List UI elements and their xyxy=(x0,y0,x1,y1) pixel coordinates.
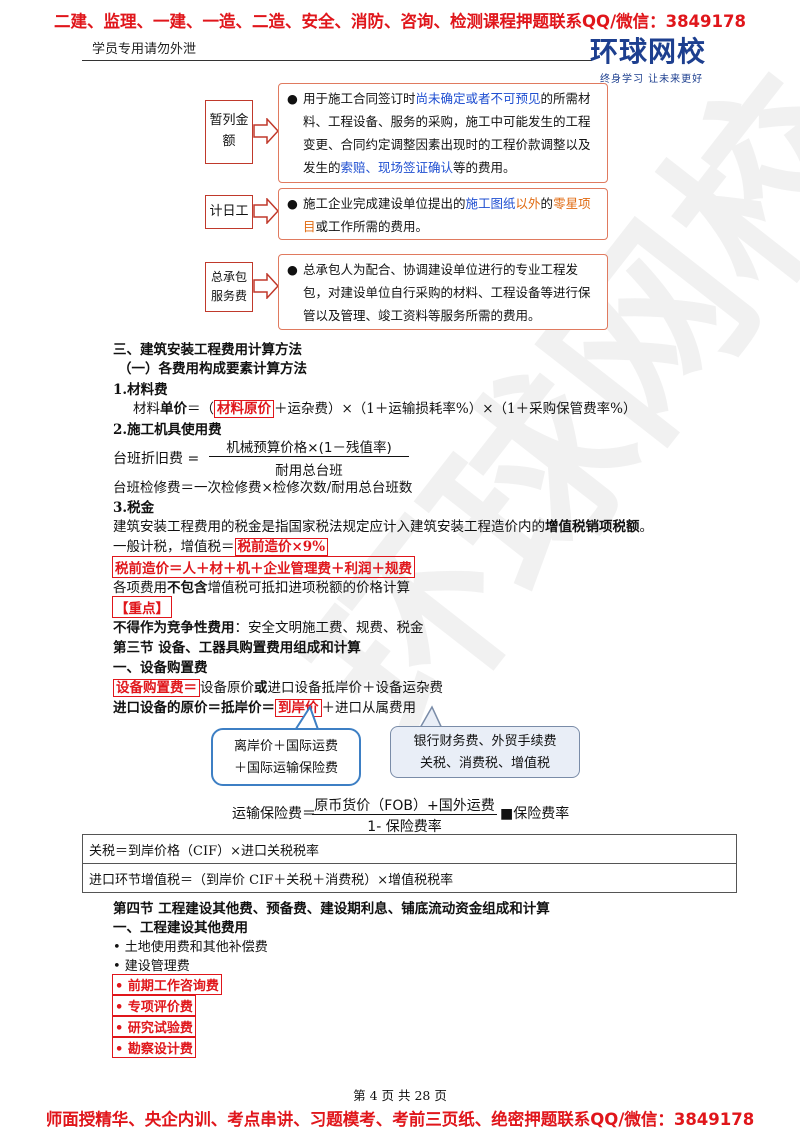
section-heading: 第三节 设备、工器具购置费用组成和计算 xyxy=(113,640,361,656)
exclusion-note: 各项费用不包含增值税可抵扣进项税额的价格计算 xyxy=(113,580,410,596)
table-row: 进口环节增值税＝（到岸价 CIF＋关税＋消费税）×增值税税率 xyxy=(82,863,737,893)
arrow-right-icon xyxy=(253,273,279,299)
list-item-highlighted: • 前期工作咨询费 xyxy=(112,974,222,995)
header-confidential-note: 学员专用请勿外泄 xyxy=(92,42,197,57)
definition-text: 施工企业完成建设单位提出的施工图纸以外的零星项目或工作所需的费用。 xyxy=(303,196,591,234)
definition-text: 用于施工合同签订时尚未确定或者不可预见的所需材料、工程设备、服务的采购，施工中可… xyxy=(303,91,591,175)
tax-description: 建筑安装工程费用的税金是指国家税法规定应计入建筑安装工程造价内的增值税销项税额。 xyxy=(113,519,653,535)
vat-rate-box: 税前造价×9% xyxy=(234,538,329,556)
section-heading: 第四节 工程建设其他费、预备费、建设期利息、铺底流动资金组成和计算 xyxy=(113,901,550,917)
tax-formula-table: 关税＝到岸价格（CIF）×进口关税税率 进口环节增值税＝（到岸价 CIF＋关税＋… xyxy=(82,834,737,893)
definition-segment: 尚未确定或者不可预见 xyxy=(415,91,541,106)
top-promo-banner: 二建、监理、一建、一造、二造、安全、消防、咨询、检测课程押题联系QQ/微信：38… xyxy=(54,12,746,31)
tag-provisional-sum: 暂列金额 xyxy=(205,100,253,164)
fraction-numerator: 机械预算价格×(1－残值率) xyxy=(226,440,392,456)
table-cell: 关税＝到岸价格（CIF）×进口关税税率 xyxy=(82,834,737,864)
definition-segment: 总承包人为配合、协调建设单位进行的专业工程发包，对建设单位自行采购的材料、工程设… xyxy=(303,262,591,323)
overhaul-formula: 台班检修费＝一次检修费×检修次数/耐用总台班数 xyxy=(113,480,413,496)
definition-segment: 等的费用。 xyxy=(453,160,516,175)
key-point-badge: 【重点】 xyxy=(112,596,172,618)
definition-segment: 用于施工合同签订时 xyxy=(303,91,416,106)
definition-segment: 或工作所需的费用。 xyxy=(315,219,429,234)
definition-segment: 的 xyxy=(540,196,554,211)
definition-segment: 零星项目 xyxy=(303,196,591,234)
depreciation-formula: 台班折旧费 = 机械预算价格×(1－残值率) 耐用总台班 xyxy=(113,436,473,480)
list-item-highlighted: • 研究试验费 xyxy=(112,1016,196,1037)
fraction-bar xyxy=(209,456,409,457)
list-item-highlighted: • 勘察设计费 xyxy=(112,1037,196,1058)
tax-title: 3.税金 xyxy=(113,500,155,516)
subsection-heading: 一、设备购置费 xyxy=(113,660,208,676)
tag-daywork: 计日工 xyxy=(205,195,253,229)
non-competitive-fees: 不得作为竞争性费用：安全文明施工费、规费、税金 xyxy=(113,620,424,636)
material-formula: 材料单价＝（材料原价＋运杂费）×（1＋运输损耗率%）×（1＋采购保管费率%） xyxy=(133,400,637,418)
table-row: 关税＝到岸价格（CIF）×进口关税税率 xyxy=(82,834,737,864)
list-item-highlighted: • 专项评价费 xyxy=(112,995,196,1016)
list-item: • 建设管理费 xyxy=(113,959,190,974)
material-original-price-box: 材料原价 xyxy=(214,400,274,418)
pretax-cost-formula: 税前造价＝人＋材＋机＋企业管理费＋利润＋规费 xyxy=(112,556,415,578)
definition-segment: 的所需材料、工程设备、服务的采购，施工中可能发生的工程变更、合同约定调整因素出现… xyxy=(303,91,591,175)
definition-segment: 施工图纸 xyxy=(465,196,516,211)
cif-components-bubble: 离岸价＋国际运费 ＋国际运输保险费 xyxy=(211,728,361,786)
subsection-heading: 一、工程建设其他费用 xyxy=(113,920,248,936)
page-number: 第 4 页 共 28 页 xyxy=(353,1088,447,1103)
import-fees-bubble: 银行财务费、外贸手续费 关税、消费税、增值税 xyxy=(390,726,580,778)
material-title: 1.材料费 xyxy=(113,382,168,398)
list-item: • 土地使用费和其他补偿费 xyxy=(113,940,268,955)
fraction-denominator: 耐用总台班 xyxy=(275,463,343,479)
bottom-promo-banner: 师面授精华、央企内训、考点串讲、习题模考、考前三页纸、绝密押题联系QQ/微信：3… xyxy=(45,1110,755,1129)
brand-logo: 环球网校 终身学习 让未来更好 xyxy=(590,30,740,85)
definition-daywork: ●施工企业完成建设单位提出的施工图纸以外的零星项目或工作所需的费用。 xyxy=(278,188,608,240)
definition-general-contract-service-fee: ●总承包人为配合、协调建设单位进行的专业工程发包，对建设单位自行采购的材料、工程… xyxy=(278,254,608,330)
fraction-numerator: 原币货价（FOB）+国外运费 xyxy=(314,798,495,814)
header-divider xyxy=(82,60,592,61)
definition-segment: 索赔、现场签证确认 xyxy=(340,160,454,175)
subsection-heading: （一）各费用构成要素计算方法 xyxy=(118,361,307,377)
equipment-purchase-formula: 设备购置费＝设备原价或进口设备抵岸价＋设备运杂费 xyxy=(113,676,443,697)
arrow-right-icon xyxy=(253,198,279,224)
machine-title: 2.施工机具使用费 xyxy=(113,422,222,438)
section-heading: 三、建筑安装工程费用计算方法 xyxy=(113,342,302,358)
fraction-denominator: 1- 保险费率 xyxy=(367,819,442,835)
logo-text: 环球网校 xyxy=(590,35,707,68)
definition-text: 总承包人为配合、协调建设单位进行的专业工程发包，对建设单位自行采购的材料、工程设… xyxy=(303,262,591,323)
fraction-bar xyxy=(312,814,497,815)
tag-general-contract-service-fee: 总承包服务费 xyxy=(205,262,253,312)
transport-insurance-formula: 运输保险费＝ 原币货价（FOB）+国外运费 1- 保险费率 ■保险费率 xyxy=(232,795,632,835)
arrow-right-icon xyxy=(253,118,279,144)
table-cell: 进口环节增值税＝（到岸价 CIF＋关税＋消费税）×增值税税率 xyxy=(82,863,737,893)
vat-formula: 一般计税，增值税＝税前造价×9% xyxy=(113,535,329,556)
definition-segment: 以外 xyxy=(515,196,541,211)
logo-slogan: 终身学习 让未来更好 xyxy=(600,74,704,85)
definition-provisional-sum: ●用于施工合同签订时尚未确定或者不可预见的所需材料、工程设备、服务的采购，施工中… xyxy=(278,83,608,183)
definition-segment: 施工企业完成建设单位提出的 xyxy=(303,196,466,211)
